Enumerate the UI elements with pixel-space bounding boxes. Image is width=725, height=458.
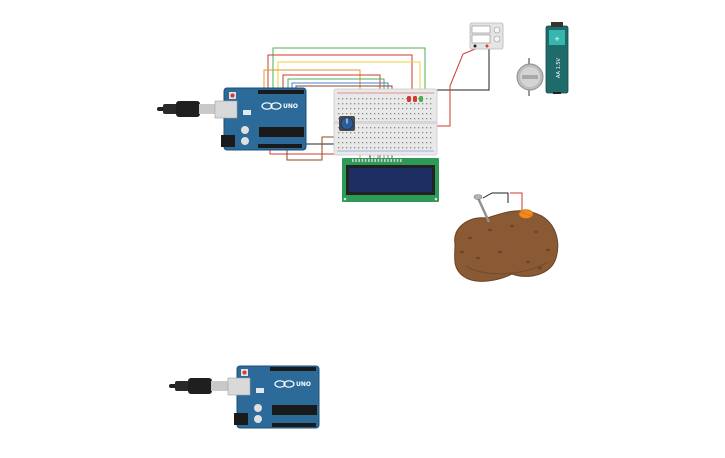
led-red-1[interactable]: [407, 96, 411, 102]
breadboard-holes: [338, 98, 432, 149]
breadboard[interactable]: [333, 88, 438, 156]
coin-cell-battery-icon[interactable]: [516, 58, 544, 96]
aa-battery-label: AA 1.5V: [556, 57, 562, 78]
lcd-16x2-icon[interactable]: [342, 158, 439, 202]
arduino-second-model-label: UNO: [296, 381, 311, 388]
led-red-2[interactable]: [413, 96, 417, 102]
wire-brown-2[interactable]: [286, 136, 350, 161]
aa-battery-icon[interactable]: + AA 1.5V: [545, 22, 569, 94]
multimeter-icon[interactable]: [469, 22, 504, 50]
wire-green-1[interactable]: [272, 47, 426, 97]
usb-cable-main[interactable]: [157, 101, 215, 117]
led-green-1[interactable]: [419, 96, 423, 102]
electrode-wire-red[interactable]: [510, 192, 523, 211]
usb-cable-second[interactable]: [169, 378, 228, 394]
electrode-wire-black[interactable]: [482, 192, 509, 203]
wire-red-1[interactable]: [267, 54, 413, 97]
potentiometer-icon[interactable]: [339, 116, 355, 131]
arduino-uno-main[interactable]: UNO: [157, 87, 307, 151]
potato-icon[interactable]: [454, 210, 559, 282]
arduino-uno-second[interactable]: UNO: [169, 365, 320, 429]
potato-battery[interactable]: [454, 192, 559, 282]
nail-electrode-icon[interactable]: [473, 194, 491, 223]
copper-electrode-icon[interactable]: [518, 209, 534, 219]
wire-red-4[interactable]: [436, 46, 481, 127]
svg-text:+: +: [554, 35, 560, 43]
arduino-main-model-label: UNO: [283, 103, 298, 110]
wire-yellow-1[interactable]: [277, 61, 421, 97]
leds[interactable]: [407, 96, 423, 102]
